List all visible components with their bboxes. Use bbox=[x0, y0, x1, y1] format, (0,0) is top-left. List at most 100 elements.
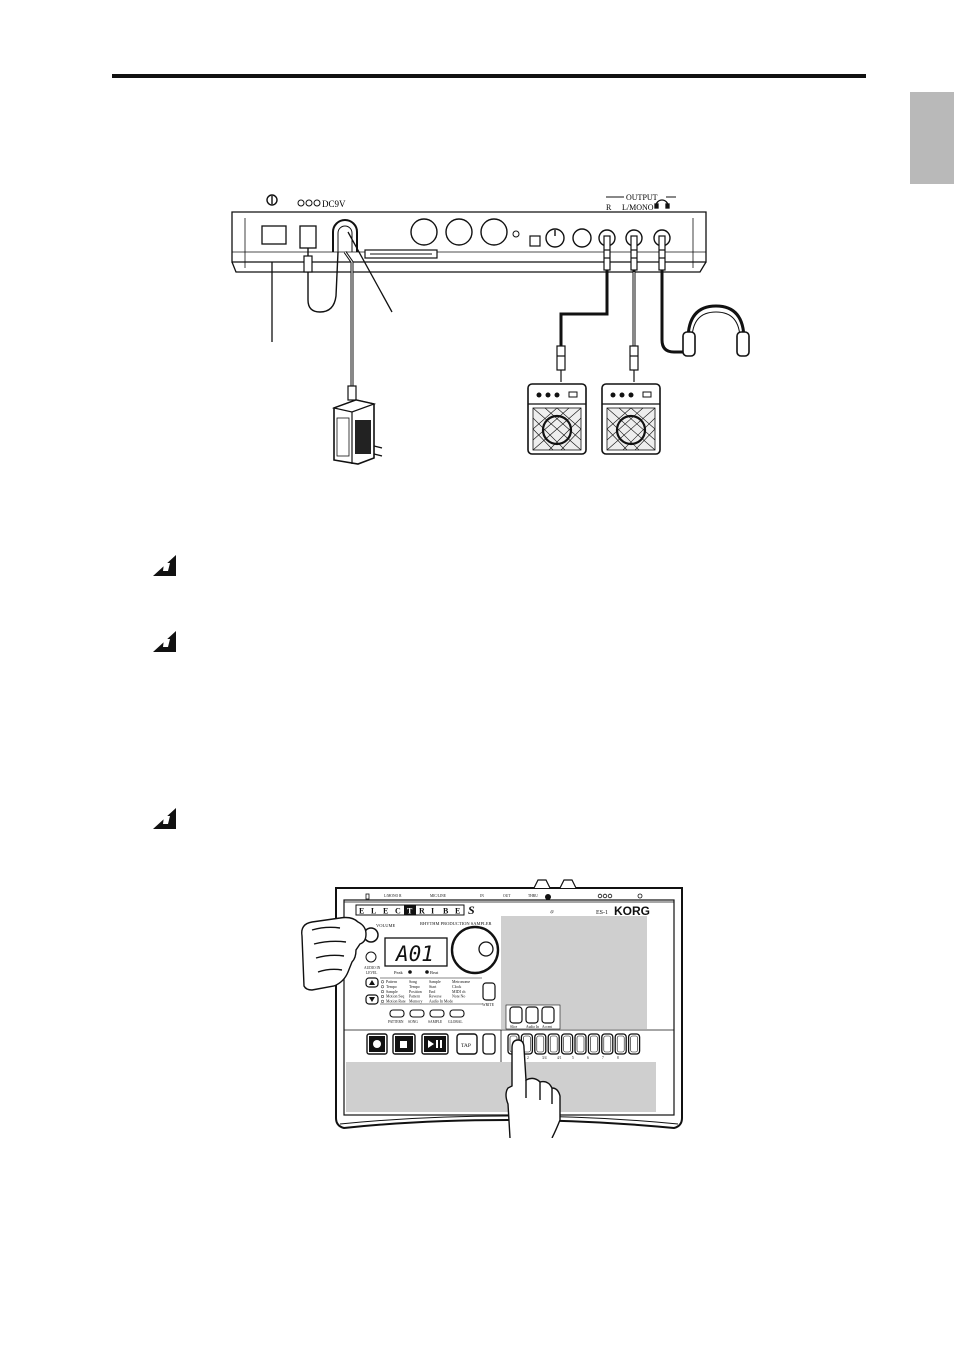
param-label: Tempo bbox=[386, 985, 397, 989]
electribe-logo bbox=[355, 904, 465, 916]
param-label: Position bbox=[409, 990, 422, 994]
logo-letter: E bbox=[359, 907, 364, 916]
output-label: OUTPUT bbox=[626, 193, 658, 202]
logo-letter: I bbox=[431, 907, 434, 916]
logo-s: S bbox=[468, 903, 475, 917]
lmono-label: L/MONO bbox=[622, 203, 654, 212]
step-label: 3/4 bbox=[542, 1056, 547, 1060]
amplifier bbox=[601, 383, 661, 455]
param-led bbox=[380, 999, 385, 1003]
mode-button-global[interactable] bbox=[449, 1009, 465, 1018]
pad-slice[interactable] bbox=[509, 1006, 523, 1024]
step-key[interactable] bbox=[587, 1033, 601, 1055]
logo-letter: T bbox=[407, 907, 413, 916]
r-label: R bbox=[606, 203, 612, 212]
header-rule bbox=[112, 74, 866, 78]
ribbon-area bbox=[346, 1062, 656, 1112]
power-switch[interactable] bbox=[261, 225, 287, 245]
beat-label: Beat bbox=[430, 970, 439, 975]
param-label: Motion Rate bbox=[386, 1000, 406, 1004]
dc-jack[interactable] bbox=[299, 225, 317, 249]
rear-panel-body bbox=[231, 211, 707, 273]
param-label: Sample bbox=[386, 990, 398, 994]
param-label: MIDI ch bbox=[452, 990, 466, 994]
svg-text:OUT: OUT bbox=[503, 894, 511, 898]
step-key[interactable] bbox=[614, 1033, 627, 1055]
caution-icon bbox=[153, 631, 176, 652]
pad-accent[interactable] bbox=[541, 1006, 555, 1024]
jog-dial[interactable] bbox=[450, 925, 500, 975]
plug bbox=[603, 235, 666, 271]
audio-in-jack[interactable] bbox=[572, 228, 592, 248]
step-key[interactable] bbox=[601, 1033, 614, 1055]
level-label: LEVEL bbox=[366, 971, 377, 975]
midi-port[interactable] bbox=[410, 218, 438, 246]
arc-logo: ⦻ bbox=[550, 910, 554, 915]
svg-text:THRU: THRU bbox=[528, 894, 538, 898]
param-label: Metronome bbox=[452, 980, 470, 984]
param-label: Reverse bbox=[429, 995, 442, 999]
mode-label: PATTERN bbox=[388, 1020, 404, 1024]
param-led bbox=[380, 994, 385, 999]
audio-in-switch[interactable] bbox=[529, 235, 541, 247]
mode-button-pattern[interactable] bbox=[389, 1009, 405, 1018]
param-label: Sample bbox=[429, 980, 441, 984]
step-key[interactable] bbox=[547, 1033, 560, 1055]
hand-right-illustration bbox=[505, 1039, 561, 1138]
headphones-icon bbox=[682, 304, 750, 357]
caution-icon bbox=[153, 808, 176, 829]
midi-port[interactable] bbox=[480, 218, 508, 246]
display-value: A01 bbox=[394, 942, 434, 966]
midi-port[interactable] bbox=[445, 218, 473, 246]
write-label: WRITE bbox=[482, 1003, 495, 1007]
mode-button-sample[interactable] bbox=[429, 1009, 445, 1018]
param-label: Note No bbox=[452, 995, 465, 999]
tap-button[interactable] bbox=[456, 1033, 478, 1055]
write-button[interactable] bbox=[482, 982, 496, 1001]
param-label: Tempo bbox=[409, 985, 420, 989]
pad-label: Slice bbox=[510, 1025, 518, 1029]
pad-audio-in[interactable] bbox=[525, 1006, 539, 1024]
cable-headphone bbox=[660, 270, 690, 354]
step-label: 7 bbox=[602, 1056, 604, 1060]
param-led bbox=[380, 990, 385, 994]
step-key[interactable] bbox=[627, 1033, 641, 1055]
param-label: Memory bbox=[409, 1000, 422, 1004]
level-knob[interactable] bbox=[545, 228, 565, 248]
caution-icon bbox=[153, 555, 176, 576]
polarity-icon bbox=[297, 199, 321, 207]
param-label: Song bbox=[409, 980, 417, 984]
cable-hook bbox=[332, 219, 358, 252]
mode-label: SONG bbox=[408, 1020, 418, 1024]
led-display bbox=[384, 937, 448, 967]
step-key[interactable] bbox=[560, 1033, 574, 1055]
param-label: Motion Seq bbox=[386, 995, 404, 999]
adapter-cable bbox=[307, 248, 339, 313]
param-label: End bbox=[429, 990, 435, 994]
rear-panel-diagram: DC9V OUTPUT R L/MONO bbox=[231, 193, 750, 465]
shift-button[interactable] bbox=[482, 1033, 496, 1055]
step-label: 2 bbox=[527, 1056, 529, 1060]
hand-left-illustration bbox=[301, 916, 367, 991]
step-key[interactable] bbox=[534, 1033, 547, 1055]
mode-label: GLOBAL bbox=[448, 1020, 463, 1024]
param-label: Clock bbox=[452, 985, 461, 989]
amplifier bbox=[527, 383, 587, 455]
step-key[interactable] bbox=[574, 1033, 587, 1055]
cable-r bbox=[559, 270, 609, 348]
subtitle: RHYTHM PRODUCTION SAMPLER bbox=[420, 921, 492, 926]
mode-button-song[interactable] bbox=[409, 1009, 425, 1018]
peak-label: Peak bbox=[394, 970, 403, 975]
pad-label: Audio In bbox=[526, 1025, 539, 1029]
logo-letter: B bbox=[443, 907, 449, 916]
callout-line bbox=[347, 231, 393, 313]
mode-label: SAMPLE bbox=[428, 1020, 443, 1024]
param-led bbox=[380, 980, 385, 984]
pad-label: Accent bbox=[542, 1025, 552, 1029]
logo-letter: R bbox=[419, 907, 425, 916]
logo-letter: E bbox=[383, 907, 388, 916]
svg-text:L/MONO R: L/MONO R bbox=[384, 894, 402, 898]
logo-letter: E bbox=[455, 907, 460, 916]
step-label: 4/1 bbox=[557, 1056, 562, 1060]
